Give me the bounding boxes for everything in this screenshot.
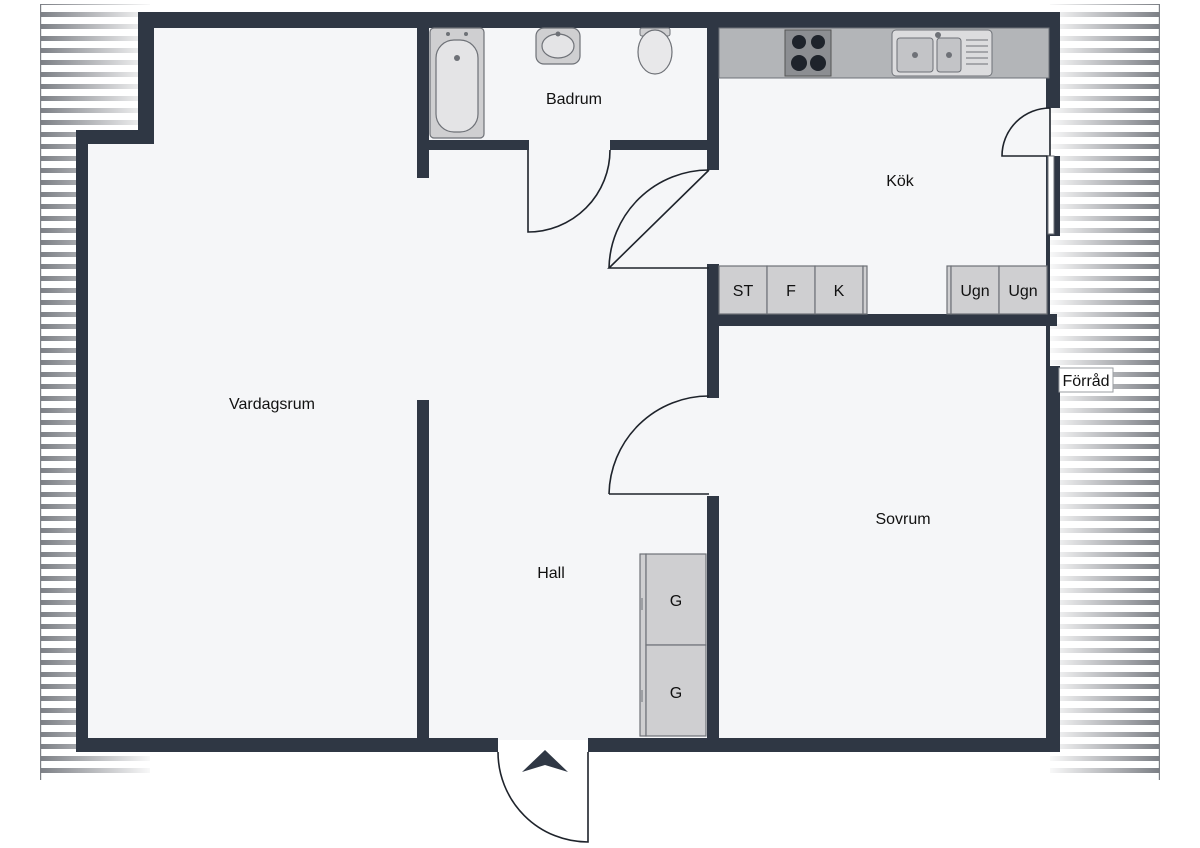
stove-icon bbox=[784, 29, 832, 77]
wardrobe-2-label: G bbox=[670, 685, 682, 702]
appliance-f-label: F bbox=[786, 283, 796, 300]
oven-1-label: Ugn bbox=[960, 283, 989, 300]
appliance-st-label: ST bbox=[733, 283, 754, 300]
interior-walls bbox=[417, 26, 1057, 746]
room-label-sovrum: Sovrum bbox=[875, 511, 930, 528]
bathroom-door[interactable] bbox=[527, 149, 611, 233]
room-label-kok: Kök bbox=[886, 173, 915, 190]
room-label-vardagsrum: Vardagsrum bbox=[229, 396, 315, 413]
washbasin-icon bbox=[535, 27, 581, 65]
floor-area-corner bbox=[88, 140, 150, 740]
floor-area bbox=[150, 24, 1050, 740]
bathtub-icon bbox=[429, 27, 485, 139]
room-label-badrum: Badrum bbox=[546, 91, 602, 108]
toilet-icon bbox=[637, 27, 673, 75]
outer-walls bbox=[76, 12, 1060, 752]
storage-label: Förråd bbox=[1062, 372, 1109, 390]
kitchen-closet-door[interactable] bbox=[1001, 107, 1051, 157]
ovens: Ugn Ugn bbox=[946, 265, 1048, 315]
kitchen-door[interactable] bbox=[607, 169, 710, 269]
bedroom-door[interactable] bbox=[608, 395, 710, 495]
kitchen-closet-frame bbox=[1047, 155, 1055, 235]
oven-2-label: Ugn bbox=[1008, 283, 1037, 300]
hall-wardrobes: G G bbox=[639, 553, 707, 737]
kitchen-sink-icon bbox=[891, 29, 993, 77]
kitchen-appliances-left: ST F K bbox=[718, 265, 868, 315]
entrance-door[interactable] bbox=[497, 751, 589, 843]
room-label-hall: Hall bbox=[537, 565, 565, 582]
entrance-arrow-icon bbox=[522, 750, 568, 772]
storage-label-box bbox=[1058, 367, 1114, 393]
wardrobe-1-label: G bbox=[670, 593, 682, 610]
kitchen-counter bbox=[718, 27, 1050, 79]
appliance-k-label: K bbox=[834, 283, 845, 300]
